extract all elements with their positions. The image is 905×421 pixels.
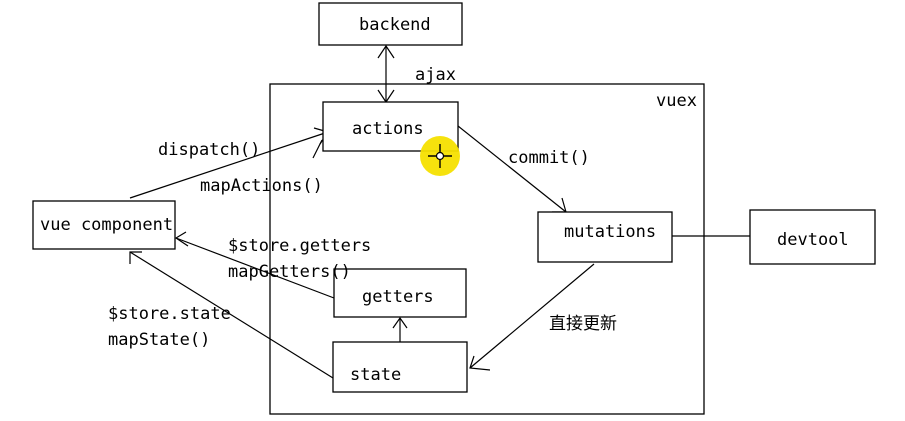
- state-box: [332, 341, 468, 393]
- arrowhead-backend: [377, 44, 395, 59]
- vue-component-box: [32, 200, 176, 250]
- store-getters-label: $store.getters: [228, 236, 371, 256]
- getters-label: getters: [362, 287, 434, 307]
- edge-map-actions-tick: [312, 139, 323, 159]
- node-backend: backend: [318, 2, 463, 46]
- getters-box: [333, 268, 467, 318]
- map-actions-label: mapActions(): [200, 176, 323, 196]
- ajax-label: ajax: [415, 65, 456, 85]
- arrowhead-getters: [392, 316, 408, 329]
- direct-update-label: 直接更新: [549, 314, 617, 334]
- node-vue-component: vue component: [32, 200, 176, 250]
- edges: [129, 44, 750, 379]
- commit-label: commit(): [508, 148, 590, 168]
- mutations-box: [537, 211, 673, 263]
- cursor-center: [435, 151, 445, 161]
- devtool-box: [749, 209, 876, 265]
- arrowhead-component-getters: [174, 231, 189, 247]
- node-getters: getters: [333, 268, 467, 318]
- node-state: state: [332, 341, 468, 393]
- vuex-container-label: vuex: [656, 91, 697, 111]
- vue-component-label: vue component: [40, 215, 173, 235]
- arrowhead-state-from-mutations: [469, 355, 491, 371]
- state-label: state: [350, 365, 401, 385]
- devtool-label: devtool: [777, 230, 849, 250]
- edge-component-actions: [129, 131, 329, 199]
- node-mutations: mutations: [537, 211, 673, 263]
- node-devtool: devtool: [749, 209, 876, 265]
- dispatch-label: dispatch(): [158, 140, 260, 160]
- map-getters-label: mapGetters(): [228, 262, 351, 282]
- edge-actions-mutations: [457, 125, 567, 213]
- edge-mutations-state: [469, 263, 595, 369]
- store-state-label: $store.state: [108, 304, 231, 324]
- backend-box: [318, 2, 463, 46]
- map-state-label: mapState(): [108, 330, 210, 350]
- arrowhead-component-state: [129, 251, 142, 264]
- mutations-label: mutations: [564, 222, 656, 242]
- actions-label: actions: [352, 119, 424, 139]
- edge-state-component: [129, 251, 334, 379]
- backend-label: backend: [359, 15, 431, 35]
- vuex-container: [269, 83, 705, 415]
- crosshair-move-cursor-icon: [420, 136, 460, 176]
- edge-getters-component: [175, 237, 335, 299]
